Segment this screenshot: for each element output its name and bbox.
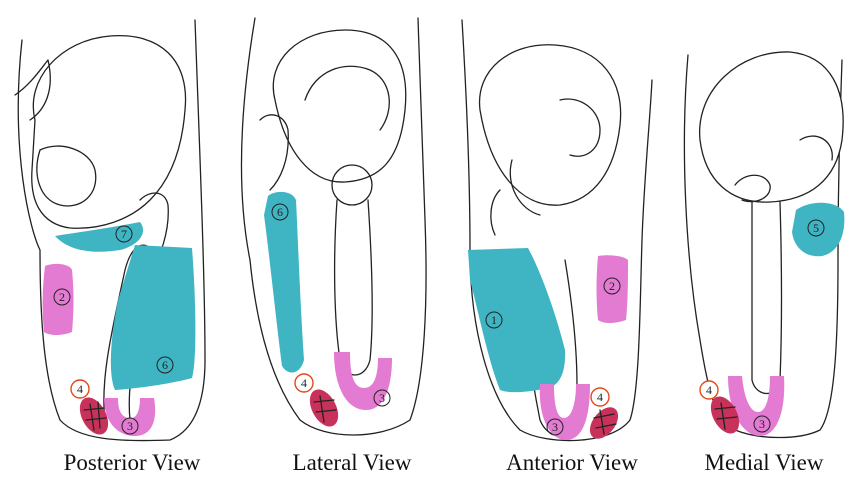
tag-medial-4: 4 <box>700 381 718 399</box>
svg-text:5: 5 <box>813 221 819 235</box>
anterior-view: 1 2 3 4 <box>462 20 652 444</box>
caption-posterior-view: Posterior View <box>64 450 201 476</box>
tag-anterior-4: 4 <box>591 388 609 406</box>
posterior-view: 7 2 6 4 3 <box>15 20 205 441</box>
svg-text:3: 3 <box>127 419 133 433</box>
svg-text:4: 4 <box>77 382 83 396</box>
svg-text:2: 2 <box>59 290 65 304</box>
svg-text:4: 4 <box>597 390 603 404</box>
svg-text:3: 3 <box>552 420 558 434</box>
tag-posterior-4: 4 <box>71 380 89 398</box>
medial-view: 5 4 3 <box>684 52 844 438</box>
lateral-view: 6 4 3 <box>242 18 427 435</box>
svg-text:3: 3 <box>379 391 385 405</box>
svg-text:7: 7 <box>121 227 127 241</box>
svg-text:2: 2 <box>609 279 615 293</box>
svg-text:4: 4 <box>706 383 712 397</box>
svg-text:6: 6 <box>162 358 168 372</box>
caption-anterior-view: Anterior View <box>506 450 638 476</box>
caption-lateral-view: Lateral View <box>293 450 412 476</box>
svg-text:6: 6 <box>277 205 283 219</box>
svg-text:3: 3 <box>759 417 765 431</box>
svg-text:1: 1 <box>491 313 497 327</box>
svg-text:4: 4 <box>301 376 307 390</box>
caption-medial-view: Medial View <box>705 450 824 476</box>
tag-lateral-4: 4 <box>295 374 313 392</box>
